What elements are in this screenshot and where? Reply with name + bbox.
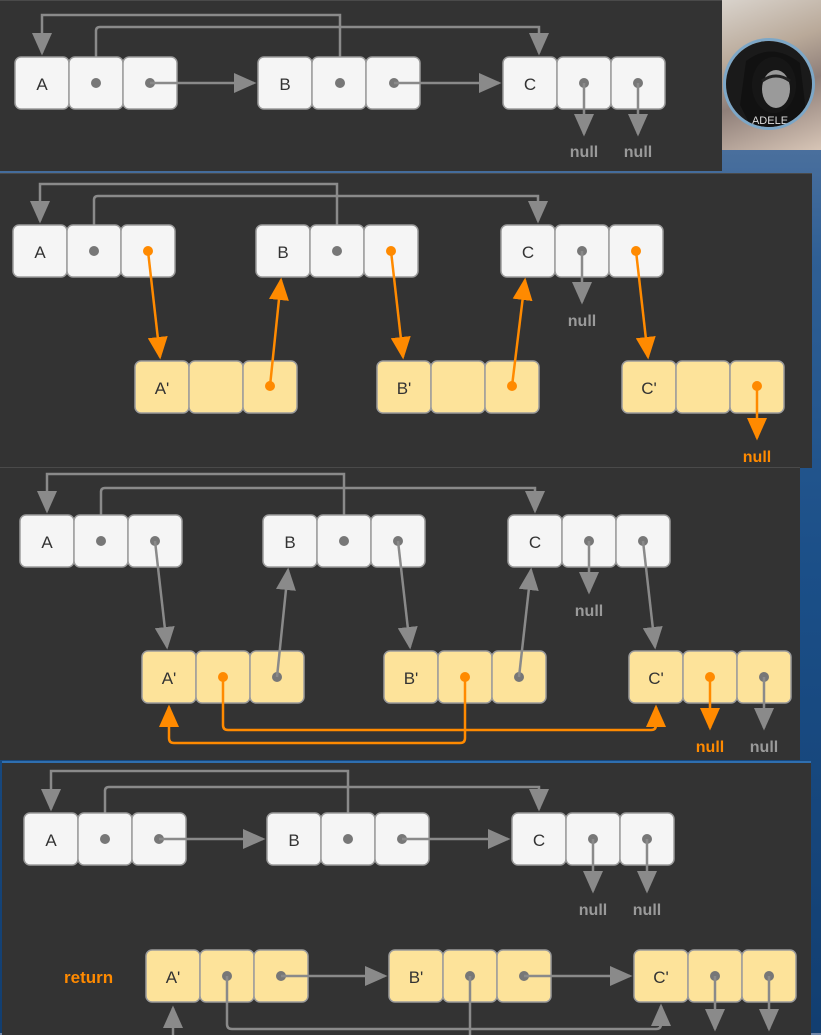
step-2-panel: A B C null A' — [0, 173, 812, 468]
node-label: A — [36, 75, 48, 94]
node-label: B' — [404, 669, 419, 688]
null-label: null — [568, 313, 596, 330]
node-label: C — [529, 533, 541, 552]
node-label: C' — [641, 379, 657, 398]
node-label: B' — [397, 379, 412, 398]
node-C: C — [511, 812, 675, 866]
node-B-copy: B' — [376, 360, 540, 414]
node-label: B — [279, 75, 290, 94]
step-4-diagram: A B C null null return — [23, 769, 797, 1035]
null-label: null — [750, 739, 778, 756]
node-label: B — [277, 243, 288, 262]
node-label: C — [524, 75, 536, 94]
step-3-diagram: A B C null A' — [19, 472, 792, 756]
node-label: B — [284, 533, 295, 552]
node-B: B — [255, 224, 419, 278]
node-label: A — [41, 533, 53, 552]
node-label: C' — [648, 669, 664, 688]
avatar[interactable]: ADELE — [723, 38, 815, 130]
node-label: B — [288, 831, 299, 850]
null-label: null — [570, 144, 598, 161]
node-label: A — [34, 243, 46, 262]
node-label: C — [522, 243, 534, 262]
null-label: null — [624, 144, 652, 161]
step-1-panel: A B C null null — [0, 0, 722, 171]
null-label: null — [575, 603, 603, 620]
node-label: A' — [162, 669, 177, 688]
node-label: C — [533, 831, 545, 850]
avatar-portrait-icon: ADELE — [726, 41, 812, 127]
step-4-panel: A B C null null return — [2, 761, 811, 1035]
node-label: C' — [653, 968, 669, 987]
step-1-diagram: A B C null null — [14, 13, 666, 161]
node-A: A — [14, 56, 178, 110]
node-B: B — [257, 56, 421, 110]
node-label: B' — [409, 968, 424, 987]
node-label: A' — [155, 379, 170, 398]
node-A: A — [23, 812, 187, 866]
node-C-copy: C' — [621, 360, 785, 414]
node-A-copy: A' — [134, 360, 298, 414]
null-label: null — [743, 449, 771, 466]
null-label: null — [579, 902, 607, 919]
avatar-text: ADELE — [752, 115, 788, 127]
step-2-diagram: A B C null A' — [12, 182, 785, 466]
return-label: return — [64, 968, 113, 987]
node-A: A — [19, 514, 183, 568]
null-label: null — [633, 902, 661, 919]
null-label: null — [696, 739, 724, 756]
node-label: A — [45, 831, 57, 850]
node-label: A' — [166, 968, 181, 987]
step-3-panel: A B C null A' — [0, 467, 800, 760]
